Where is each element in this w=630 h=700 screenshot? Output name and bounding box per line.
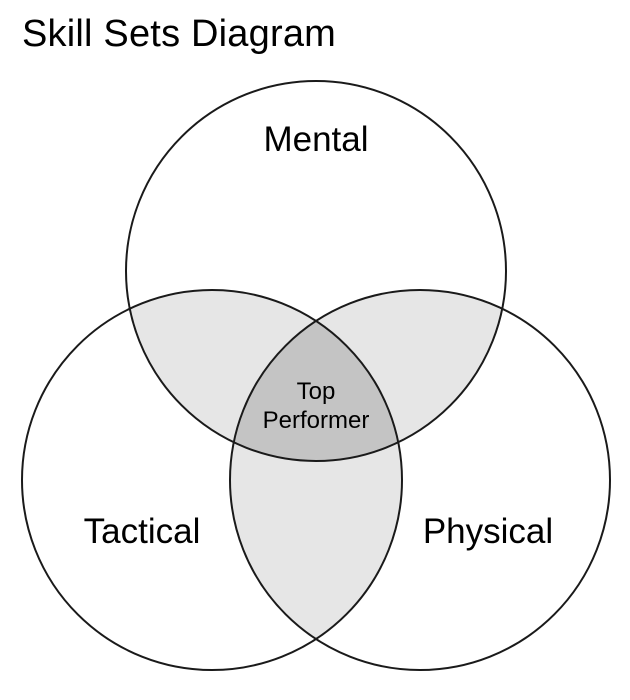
page-title: Skill Sets Diagram <box>22 13 337 55</box>
label-mental: Mental <box>263 120 368 159</box>
label-tactical: Tactical <box>84 512 201 551</box>
label-top: Top <box>297 378 336 405</box>
circle-physical <box>229 289 611 671</box>
circle-mental <box>125 80 507 462</box>
circle-tactical <box>21 289 403 671</box>
label-performer: Performer <box>263 407 370 434</box>
overlap-center <box>230 290 402 461</box>
label-physical: Physical <box>423 512 553 551</box>
